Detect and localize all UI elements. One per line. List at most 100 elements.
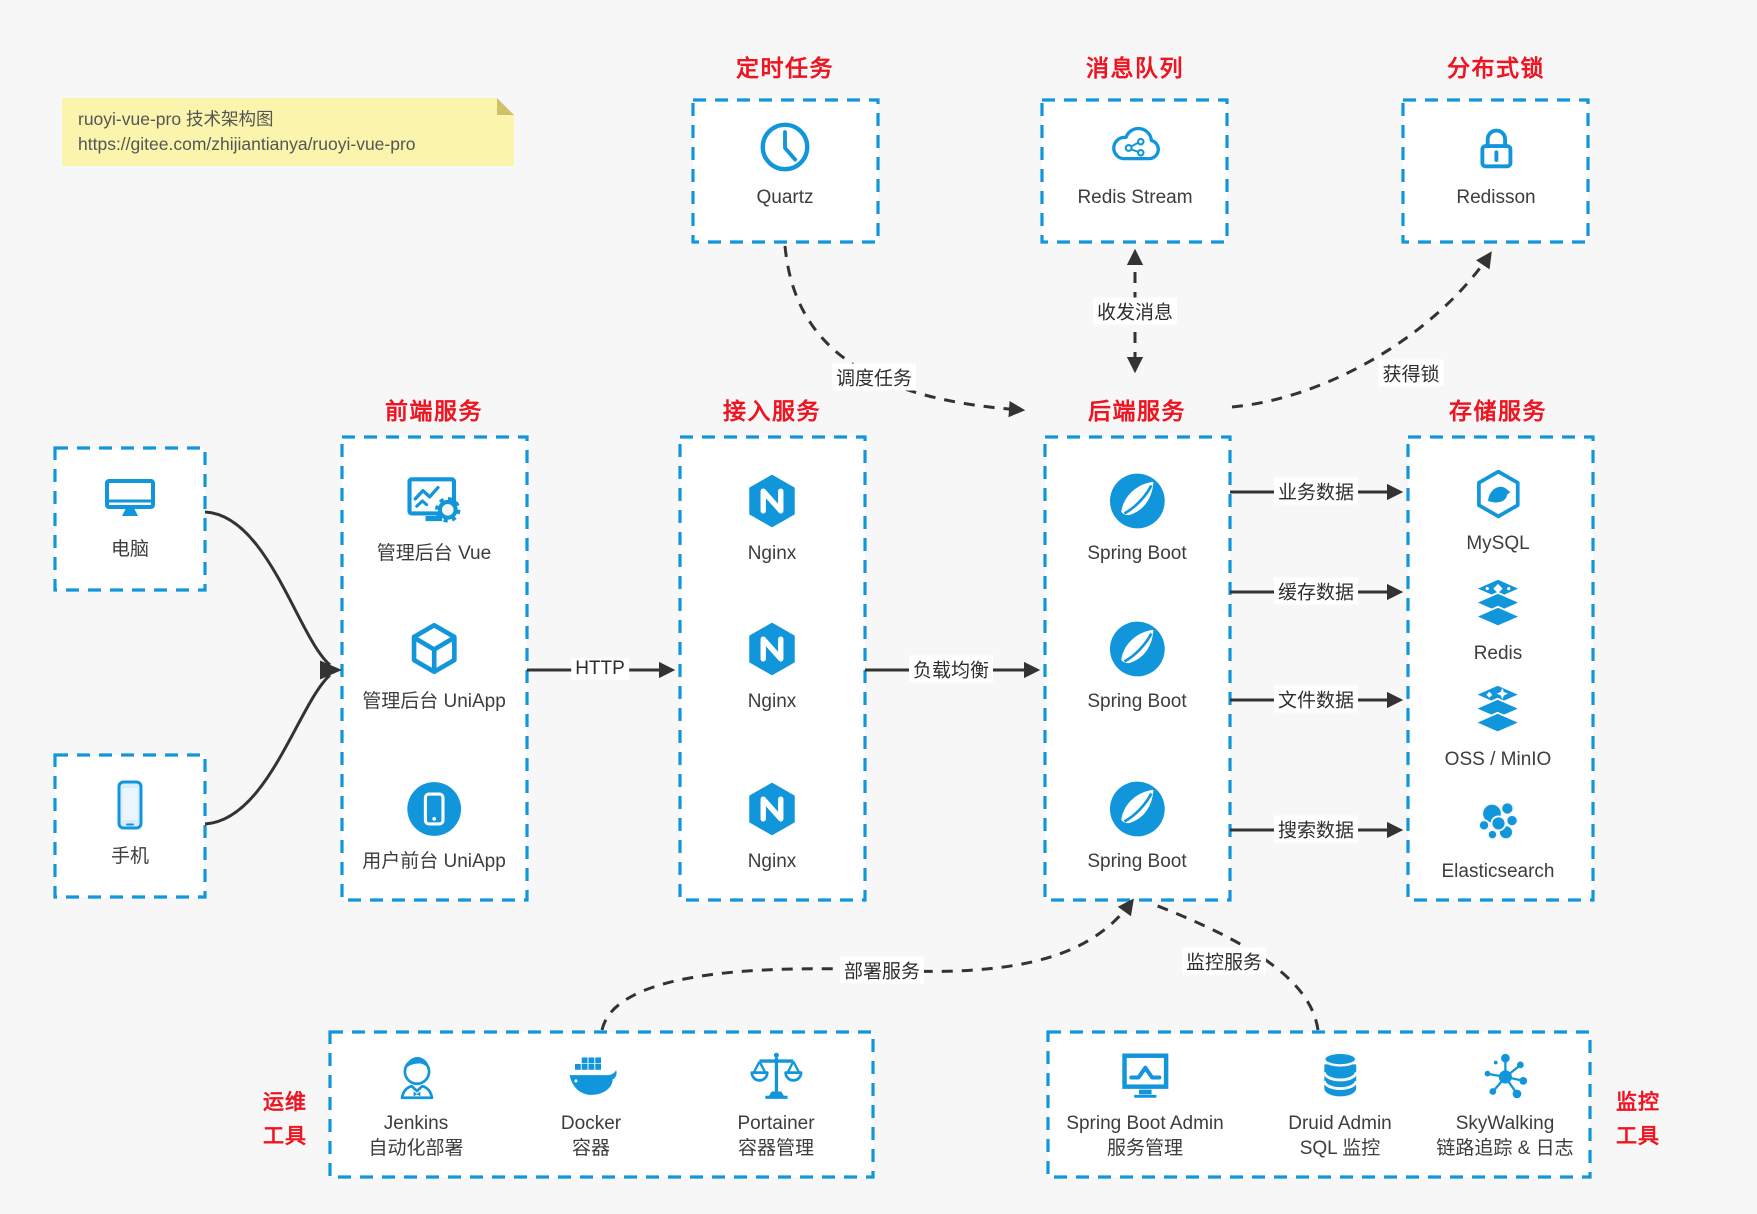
nginx-icon xyxy=(741,470,803,532)
node-label: Redisson xyxy=(1456,187,1536,208)
clock-icon xyxy=(756,118,814,176)
node-admin-vue: 管理后台 Vue xyxy=(377,470,491,566)
edge-schedule xyxy=(783,245,1026,418)
redisson-box xyxy=(1401,98,1590,244)
tool-name: Spring Boot Admin xyxy=(1066,1113,1224,1134)
tool-name: Jenkins xyxy=(383,1113,449,1134)
node-label: 用户前台 UniApp xyxy=(362,851,506,872)
docker-icon xyxy=(562,1048,620,1106)
title-frontend-services: 前端服务 xyxy=(385,398,483,424)
node-label: Spring Boot xyxy=(1087,543,1187,564)
monitor-tools-line2: 工具 xyxy=(1616,1124,1660,1148)
tool-desc: SQL 监控 xyxy=(1299,1138,1381,1160)
edge-label-http: HTTP xyxy=(571,658,629,680)
node-skywalking: SkyWalking 链路追踪 & 日志 xyxy=(1436,1048,1574,1161)
node-spring-boot-admin: Spring Boot Admin 服务管理 xyxy=(1066,1048,1224,1161)
node-redisson: Redisson xyxy=(1456,118,1536,210)
node-portainer: Portainer 容器管理 xyxy=(737,1048,815,1161)
nginx-icon xyxy=(741,778,803,840)
title-gateway-services: 接入服务 xyxy=(723,398,821,424)
redis-icon xyxy=(1470,576,1526,632)
edge-mobile-to-frontend xyxy=(204,673,332,826)
edge-label-monitor: 监控服务 xyxy=(1181,947,1267,975)
node-spring-boot-3: Spring Boot xyxy=(1087,778,1187,874)
monitor-tools-line1: 监控 xyxy=(1616,1091,1660,1114)
node-nginx-1: Nginx xyxy=(741,470,803,566)
spring-boot-icon xyxy=(1106,470,1168,532)
node-spring-boot-1: Spring Boot xyxy=(1087,470,1187,566)
node-docker: Docker 容器 xyxy=(561,1048,621,1161)
node-label: 手机 xyxy=(110,846,149,867)
title-backend-services: 后端服务 xyxy=(1088,398,1186,424)
druid-icon xyxy=(1311,1048,1369,1106)
node-nginx-3: Nginx xyxy=(741,778,803,874)
node-label: 管理后台 UniApp xyxy=(362,691,506,712)
edge-lock xyxy=(1231,251,1492,409)
desktop-icon xyxy=(100,468,160,528)
node-label: Quartz xyxy=(756,187,814,208)
tool-name: Docker xyxy=(560,1113,622,1134)
sticky-note: ruoyi-vue-pro 技术架构图 https://gitee.com/zh… xyxy=(62,98,514,166)
tool-desc: 链路追踪 & 日志 xyxy=(1436,1138,1574,1160)
tool-name: Druid Admin xyxy=(1288,1113,1392,1134)
node-jenkins: Jenkins 自动化部署 xyxy=(368,1048,464,1161)
title-distributed-lock: 分布式锁 xyxy=(1447,55,1545,81)
portainer-icon xyxy=(747,1048,805,1106)
mysql-icon xyxy=(1470,466,1526,522)
tool-desc: 容器 xyxy=(571,1138,610,1160)
pc-box xyxy=(53,446,207,592)
node-label: Nginx xyxy=(747,851,797,872)
edge-label-deploy: 部署服务 xyxy=(839,956,925,984)
node-quartz: Quartz xyxy=(756,118,814,210)
edge-label-schedule: 调度任务 xyxy=(831,363,917,391)
node-mobile: 手机 xyxy=(100,775,160,869)
title-message-queue: 消息队列 xyxy=(1086,55,1184,81)
title-scheduled-tasks: 定时任务 xyxy=(736,55,834,81)
edge-deploy xyxy=(600,898,1134,1031)
spring-boot-icon xyxy=(1106,618,1168,680)
node-label: Nginx xyxy=(747,691,797,712)
ops-tools-line1: 运维 xyxy=(263,1091,307,1114)
node-label: Redis xyxy=(1473,643,1523,664)
node-redis-stream: Redis Stream xyxy=(1077,118,1193,210)
note-title: ruoyi-vue-pro 技术架构图 xyxy=(78,109,274,129)
ops-box xyxy=(328,1030,875,1179)
node-spring-boot-2: Spring Boot xyxy=(1087,618,1187,714)
nginx-icon xyxy=(741,618,803,680)
node-druid-admin: Druid Admin SQL 监控 xyxy=(1288,1048,1392,1161)
oss-icon xyxy=(1470,682,1526,738)
label-monitor-tools: 监控 工具 xyxy=(1603,1086,1673,1153)
node-label: Nginx xyxy=(747,543,797,564)
tool-name: SkyWalking xyxy=(1455,1113,1555,1134)
edge-label-search-data: 搜索数据 xyxy=(1273,815,1359,843)
edge-pc-to-frontend xyxy=(204,510,331,667)
client-merge-arrowhead xyxy=(320,660,342,680)
tool-name: Portainer xyxy=(737,1113,815,1134)
elasticsearch-icon xyxy=(1470,794,1526,850)
lock-icon xyxy=(1467,118,1525,176)
node-label: Spring Boot xyxy=(1087,691,1187,712)
note-fold xyxy=(497,98,514,115)
tool-desc: 容器管理 xyxy=(737,1138,815,1160)
mobile-app-icon xyxy=(403,778,465,840)
uniapp-cube-icon xyxy=(403,618,465,680)
node-label: Spring Boot xyxy=(1087,851,1187,872)
message-queue-box xyxy=(1040,98,1229,244)
node-oss-minio: OSS / MinIO xyxy=(1445,682,1551,772)
skywalking-icon xyxy=(1476,1048,1534,1106)
node-pc: 电脑 xyxy=(100,468,160,562)
node-mysql: MySQL xyxy=(1466,466,1530,556)
node-label: Elasticsearch xyxy=(1441,861,1555,882)
edge-label-load-balance: 负载均衡 xyxy=(908,655,994,683)
admin-vue-icon xyxy=(403,470,465,532)
node-admin-uniapp: 管理后台 UniApp xyxy=(362,618,506,714)
node-label: 电脑 xyxy=(110,539,149,560)
edge-label-cache-data: 缓存数据 xyxy=(1273,577,1359,605)
phone-icon xyxy=(100,775,160,835)
edge-label-message: 收发消息 xyxy=(1092,297,1178,325)
title-storage-services: 存储服务 xyxy=(1449,398,1547,424)
ops-tools-line2: 工具 xyxy=(263,1124,307,1148)
tool-desc: 服务管理 xyxy=(1106,1138,1183,1160)
spring-boot-admin-icon xyxy=(1116,1048,1174,1106)
